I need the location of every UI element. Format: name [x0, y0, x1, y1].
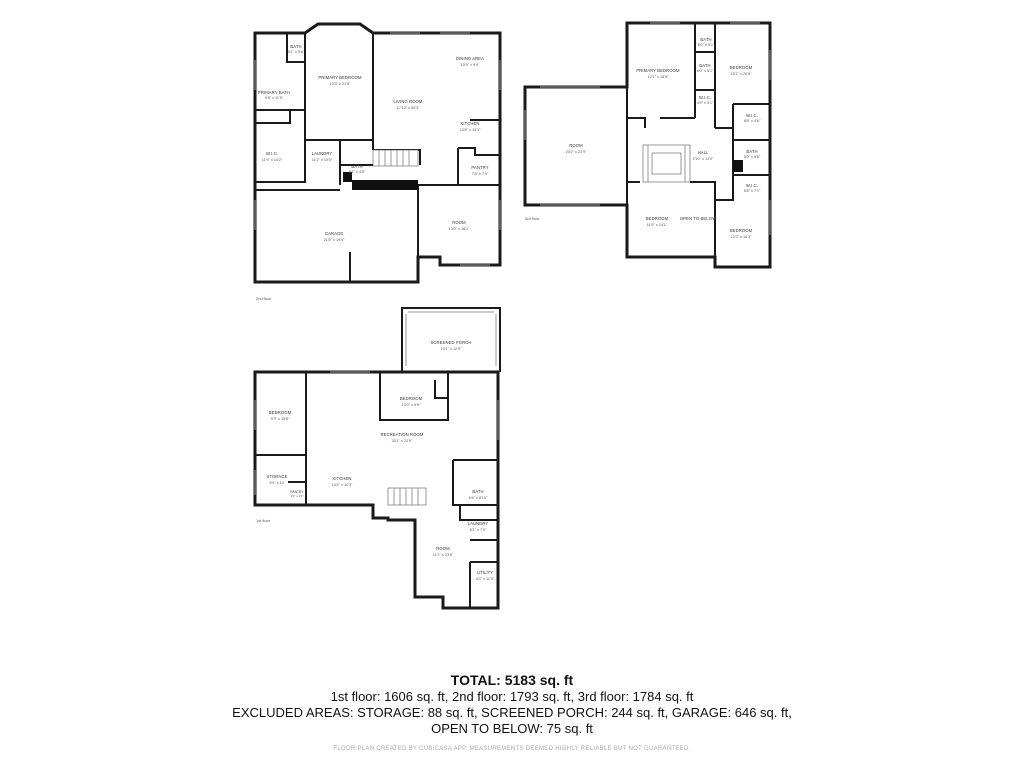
- room-label: LIVING ROOM: [393, 99, 422, 104]
- room-dimensions: 21'8" x 19'5": [324, 238, 345, 242]
- room-label: PRIMARY BATH: [258, 90, 290, 95]
- floor-areas: 1st floor: 1606 sq. ft, 2nd floor: 1793 …: [330, 689, 694, 704]
- room-label: BEDROOM: [730, 228, 753, 233]
- third-floor-stairs: [642, 144, 691, 183]
- room-label: W.I.C.: [746, 183, 758, 188]
- room-dimensions: 13'3" x 21'5": [330, 82, 351, 86]
- area-summary: TOTAL: 5183 sq. ft 1st floor: 1606 sq. f…: [0, 672, 1024, 752]
- room-label: PANTRY: [471, 165, 488, 170]
- room-dimensions: 11'9" x 14'1": [647, 223, 668, 227]
- room-dimensions: 6'0" x 5'1": [698, 43, 715, 47]
- room-dimensions: 4'0" x 4'1": [290, 494, 303, 498]
- room-label: DINING AREA: [456, 56, 484, 61]
- room-label: PANTRY: [290, 490, 304, 494]
- room-dimensions: 2'10" x 13'0": [693, 157, 714, 161]
- room-label: BATH: [700, 37, 711, 42]
- room-dimensions: 20'2" x 22'9": [566, 150, 587, 154]
- third-floor-plan: BATH 6'0" x 5'1" PRIMARY BEDROOM 12'1" x…: [523, 21, 772, 269]
- room-dimensions: 9'3" x 15'8": [271, 417, 290, 421]
- room-label: BEDROOM: [730, 65, 753, 70]
- room-dimensions: 30'1" x 22'9": [392, 439, 413, 443]
- room-label: BATH: [472, 489, 483, 494]
- floor-plan-drawing: BATH 5'1" x 5'6" PRIMARY BEDROOM 13'3" x…: [253, 21, 772, 610]
- room-label: HALL: [698, 150, 709, 155]
- room-dimensions: 5'0" x 8'8": [744, 155, 761, 159]
- room-label: W.I.C.: [699, 95, 711, 100]
- room-dimensions: 7'8" x 7'0": [472, 172, 489, 176]
- room-dimensions: 13'0" x 16'1": [449, 227, 470, 231]
- room-label: LAUNDRY: [312, 151, 333, 156]
- room-label: ROOM: [436, 546, 450, 551]
- excluded-areas: EXCLUDED AREAS: STORAGE: 88 sq. ft, SCRE…: [232, 705, 792, 720]
- room-dimensions: 6'8" x 4'6": [744, 119, 761, 123]
- open-to-below-area: OPEN TO BELOW: 75 sq. ft: [431, 721, 593, 736]
- room-dimensions: 4'9" x 5'1": [697, 101, 714, 105]
- room-dimensions: 10'8" x 15'1": [460, 128, 481, 132]
- room-dimensions: 13'0" x 9'9": [402, 403, 421, 407]
- room-dimensions: 6'0" x 5'1": [697, 69, 714, 73]
- room-label: PRIMARY BEDROOM: [318, 75, 362, 80]
- room-dimensions: 6'1" x 7'0": [470, 528, 487, 532]
- room-label: BATH: [746, 149, 757, 154]
- room-label: W.I.C.: [266, 151, 278, 156]
- room-label: BATH: [699, 63, 710, 68]
- room-label: LAUNDRY: [468, 521, 489, 526]
- first-floor-plan: SCREENED PORCH 19'1" x 12'9" BEDROOM 13'…: [253, 307, 501, 610]
- second-floor-stairs: [372, 149, 419, 167]
- room-dimensions: 5'1" x 5'6": [288, 50, 305, 54]
- room-label: OPEN TO BELOW: [680, 216, 716, 221]
- floor-label: 2nd floor: [256, 296, 272, 301]
- room-dimensions: 14'4" x 10'3": [332, 483, 353, 487]
- room-label: BATH: [351, 164, 362, 169]
- second-floor-plan: BATH 5'1" x 5'6" PRIMARY BEDROOM 13'3" x…: [253, 22, 502, 301]
- room-label: BATH: [290, 44, 301, 49]
- room-label: KITCHEN: [460, 121, 479, 126]
- room-label: BEDROOM: [646, 216, 669, 221]
- room-label: BEDROOM: [269, 410, 292, 415]
- room-label: SCREENED PORCH: [431, 340, 472, 345]
- room-label: ROOM: [569, 143, 583, 148]
- room-label: KITCHEN: [332, 476, 351, 481]
- total-area: TOTAL: 5183 sq. ft: [450, 672, 574, 688]
- room-dimensions: 9'8" x 11'5": [265, 96, 284, 100]
- room-dimensions: 5'8" x 7'1": [744, 189, 761, 193]
- room-dimensions: 11'1" x 23'9": [433, 553, 454, 557]
- room-dimensions: 11'2" x 10'0": [312, 158, 333, 162]
- first-floor-stairs: [387, 487, 427, 506]
- room-dimensions: 19'1" x 12'9": [441, 347, 462, 351]
- room-dimensions: 5'1" x 4'9": [349, 170, 366, 174]
- floor-label: 1st floor: [256, 518, 271, 523]
- room-dimensions: 4'0" x 11'0": [476, 577, 495, 581]
- room-label: RECREATION ROOM: [381, 432, 424, 437]
- room-dimensions: 8'4" x 8'10": [469, 496, 488, 500]
- room-label: GARAGE: [325, 231, 344, 236]
- room-label: W.I.C.: [746, 113, 758, 118]
- room-label: PRIMARY BEDROOM: [636, 68, 680, 73]
- room-dimensions: 11'9" x 14'2": [262, 158, 283, 162]
- room-dimensions: 17'10" x 30'3": [397, 106, 421, 110]
- disclaimer: FLOOR PLAN CREATED BY CUBICASA APP. MEAS…: [333, 746, 691, 752]
- room-dimensions: 15'1" x 20'9": [731, 72, 752, 76]
- room-dimensions: 12'2" x 16'3": [731, 235, 752, 239]
- room-label: UTILITY: [477, 570, 493, 575]
- room-label: STORAGE: [266, 474, 287, 479]
- room-label: BEDROOM: [400, 396, 423, 401]
- room-dimensions: 9'5" x 10': [269, 481, 285, 485]
- room-dimensions: 12'1" x 16'8": [648, 75, 669, 79]
- floor-label: 3rd floor: [525, 216, 540, 221]
- room-label: ROOM: [452, 220, 466, 225]
- room-dimensions: 10'9" x 9'9": [461, 63, 480, 67]
